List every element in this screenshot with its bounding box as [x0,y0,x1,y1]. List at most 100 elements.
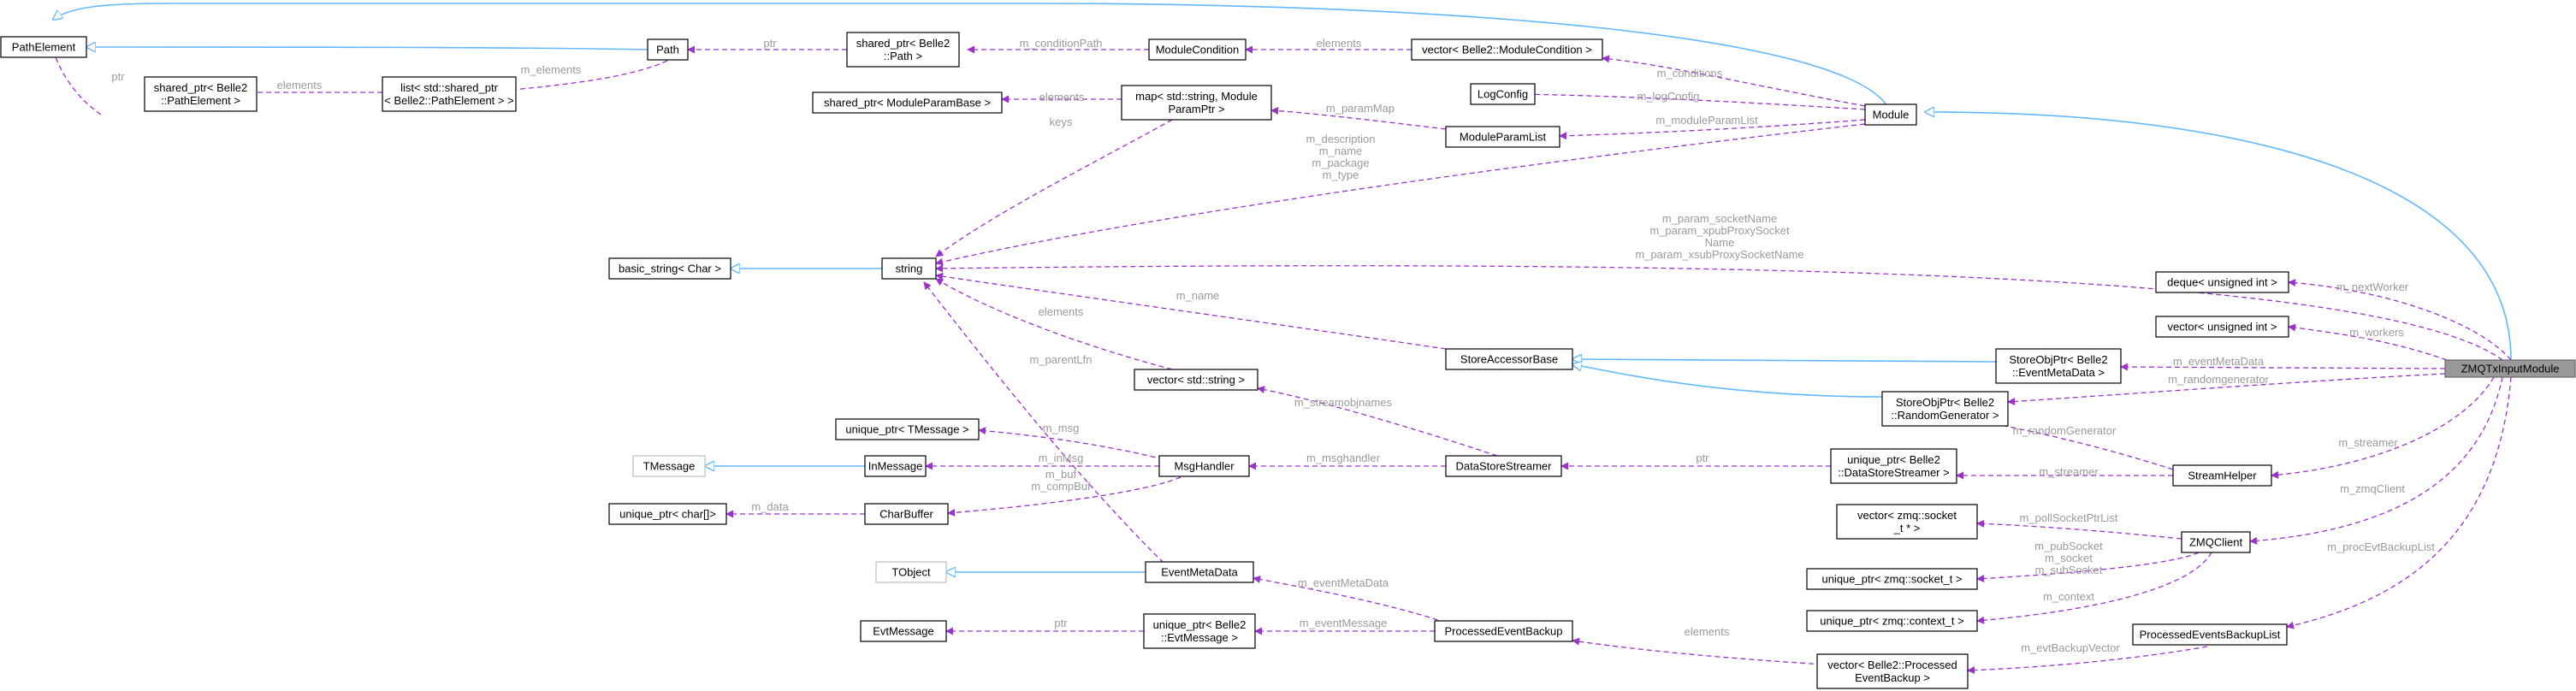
node-moduleparamlist[interactable]: ModuleParamList [1445,126,1560,148]
node-vector-modulecondition[interactable]: vector< Belle2::ModuleCondition > [1411,38,1603,61]
node-box [1445,126,1560,148]
node-box [2155,271,2289,293]
node-label: unique_ptr< Belle2 [1153,618,1247,631]
edge-label-text: m_package [1312,157,1369,169]
node-uniqueptr-socket[interactable]: unique_ptr< zmq::socket_t > [1806,568,1978,590]
edge-label-elements-2: elements [1317,37,1362,50]
node-box [1134,369,1258,391]
edge-label-text: m_evtBackupVector [2021,641,2120,654]
node-list-sharedptr[interactable]: list< std::shared_ptr< Belle2::PathEleme… [382,76,517,112]
node-box [2132,623,2288,646]
node-vector-string[interactable]: vector< std::string > [1134,369,1258,391]
edge-module-string [935,123,1866,266]
node-module[interactable]: Module [1864,103,1917,126]
node-basic-string[interactable]: basic_string< Char > [608,257,731,280]
node-label: vector< Belle2::ModuleCondition > [1422,44,1592,56]
node-label: map< std::string, Module [1135,90,1258,103]
node-processedeventbackup[interactable]: ProcessedEventBackup [1434,620,1573,642]
edge-label-text: m_eventMetaData [2173,355,2265,368]
node-tmessage[interactable]: TMessage [632,455,706,477]
node-label: shared_ptr< Belle2 [154,81,248,94]
node-path[interactable]: Path [647,38,689,61]
node-box [864,503,949,525]
node-logconfig[interactable]: LogConfig [1470,83,1536,105]
edge-label-m-moduleparamlist: m_moduleParamList [1655,114,1758,127]
edge-label-text: m_pubSocket [2034,540,2103,552]
node-uniqueptr-datastorestreamer[interactable]: unique_ptr< Belle2::DataStoreStreamer > [1830,448,1957,484]
node-label: ::RandomGenerator > [1891,409,1999,422]
edge-label-ptr-1: ptr [111,70,125,83]
edge-label-text: m_eventMessage [1300,617,1388,629]
edge-label-text: m_name [1176,289,1220,302]
edge-label-text: m_streamer [2039,465,2099,478]
edge-label-m-msghandler: m_msghandler [1306,452,1381,464]
edge-label-text: m_elements [521,63,582,76]
node-datastorestreamer[interactable]: DataStoreStreamer [1445,455,1562,477]
node-processedeventsbackuplist[interactable]: ProcessedEventsBackupList [2132,623,2288,646]
node-string[interactable]: string [881,257,937,280]
edge-label-text: m_streamer [2338,436,2398,449]
node-storeobjptr-eventmetadata[interactable]: StoreObjPtr< Belle2::EventMetaData > [1995,348,2122,384]
node-msghandler[interactable]: MsgHandler [1158,455,1250,477]
edge-label-m-inmsg: m_inMsg [1039,452,1084,464]
edge-label-m-pollsocketptrlist: m_pollSocketPtrList [2020,511,2118,524]
node-label: InMessage [868,460,923,473]
edge-label-text: m_pollSocketPtrList [2020,511,2118,524]
node-deque-uint[interactable]: deque< unsigned int > [2155,271,2289,293]
edge-label-text: m_nextWorker [2336,281,2409,293]
node-box [647,38,689,61]
edge-label-zmq-strings: m_param_socketNamem_param_xpubProxySocke… [1635,212,1803,261]
node-modulecondition[interactable]: ModuleCondition [1148,38,1247,61]
node-pathelement[interactable]: PathElement [0,36,87,58]
node-sharedptr-path[interactable]: shared_ptr< Belle2::Path > [846,32,960,68]
node-uniqueptr-char[interactable]: unique_ptr< char[]> [608,503,727,525]
node-label: Path [656,44,679,56]
edge-zmqtx-pebl [2286,376,2512,629]
edge-label-text: m_workers [2349,326,2404,339]
edge-label-text: m_moduleParamList [1655,114,1758,127]
node-storeobjptr-randomgenerator[interactable]: StoreObjPtr< Belle2::RandomGenerator > [1881,391,2009,427]
node-label: ::EvtMessage > [1161,631,1238,644]
edge-modparamlist-map [1270,107,1447,130]
edge-label-text: m_name [1319,145,1363,157]
edge-label-m-workers: m_workers [2349,326,2404,339]
edge-zmqclient-upcontext [1976,552,2212,624]
edge-label-text: m_param_xpubProxySocket [1649,224,1790,237]
node-storeaccessorbase[interactable]: StoreAccessorBase [1445,348,1573,370]
edge-zmqtx-vectoruint [2288,323,2448,361]
edge-map-string [935,119,1173,257]
node-charbuffer[interactable]: CharBuffer [864,503,949,525]
node-box [864,455,927,477]
node-tobject[interactable]: TObject [875,561,947,583]
node-label: ::PathElement > [161,94,240,107]
node-sharedptr-pathelement[interactable]: shared_ptr< Belle2::PathElement > [144,76,258,112]
node-vector-socket[interactable]: vector< zmq::socket_t * > [1836,504,1978,540]
node-uniqueptr-tmessage[interactable]: unique_ptr< TMessage > [835,418,980,440]
edge-module-pathelement [53,3,1888,107]
edge-label-text: m_subSocket [2035,564,2103,576]
edge-label-elements-4: elements [1039,305,1084,318]
node-streamhelper[interactable]: StreamHelper [2172,464,2272,487]
edge-storeobj-emd-sab [1572,359,1997,362]
node-eventmetadata[interactable]: EventMetaData [1145,561,1254,583]
node-zmqtxinputmodule[interactable]: ZMQTxInputModule [2444,359,2576,378]
node-uniqueptr-evtmessage[interactable]: unique_ptr< Belle2::EvtMessage > [1143,613,1256,649]
node-box [812,92,1003,114]
node-uniqueptr-context[interactable]: unique_ptr< zmq::context_t > [1806,610,1978,632]
node-inmessage[interactable]: InMessage [864,455,927,477]
node-box [846,32,960,68]
node-label: shared_ptr< ModuleParamBase > [824,97,991,109]
node-box [875,561,947,583]
node-vector-processedeventbackup[interactable]: vector< Belle2::ProcessedEventBackup > [1816,653,1969,689]
node-sharedptr-moduleparambase[interactable]: shared_ptr< ModuleParamBase > [812,92,1003,114]
node-vector-uint[interactable]: vector< unsigned int > [2155,316,2289,338]
node-label: Module [1873,109,1910,121]
node-box [835,418,980,440]
node-evtmessage[interactable]: EvtMessage [860,620,947,642]
node-box [1806,610,1978,632]
node-zmqclient[interactable]: ZMQClient [2181,531,2251,553]
